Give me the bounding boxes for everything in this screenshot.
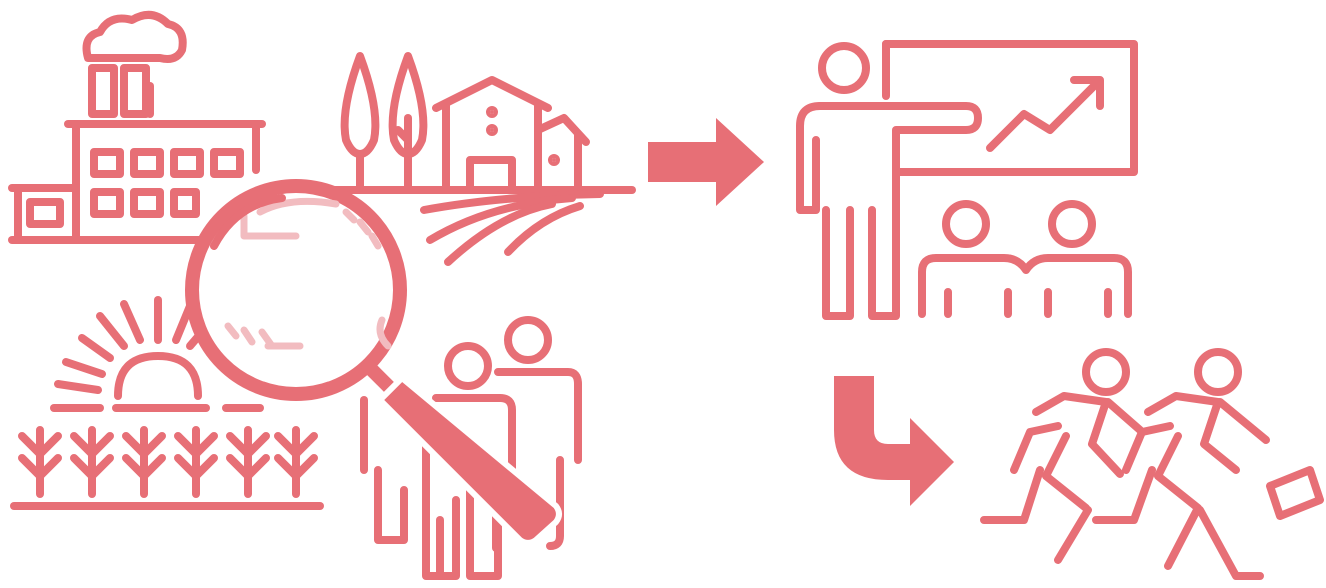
curved-down-right-arrow-icon — [834, 376, 954, 506]
crop-rows — [22, 430, 314, 494]
right-arrow-icon — [648, 118, 764, 206]
presentation-icon — [800, 44, 1134, 316]
running-people-icon — [984, 352, 1320, 576]
